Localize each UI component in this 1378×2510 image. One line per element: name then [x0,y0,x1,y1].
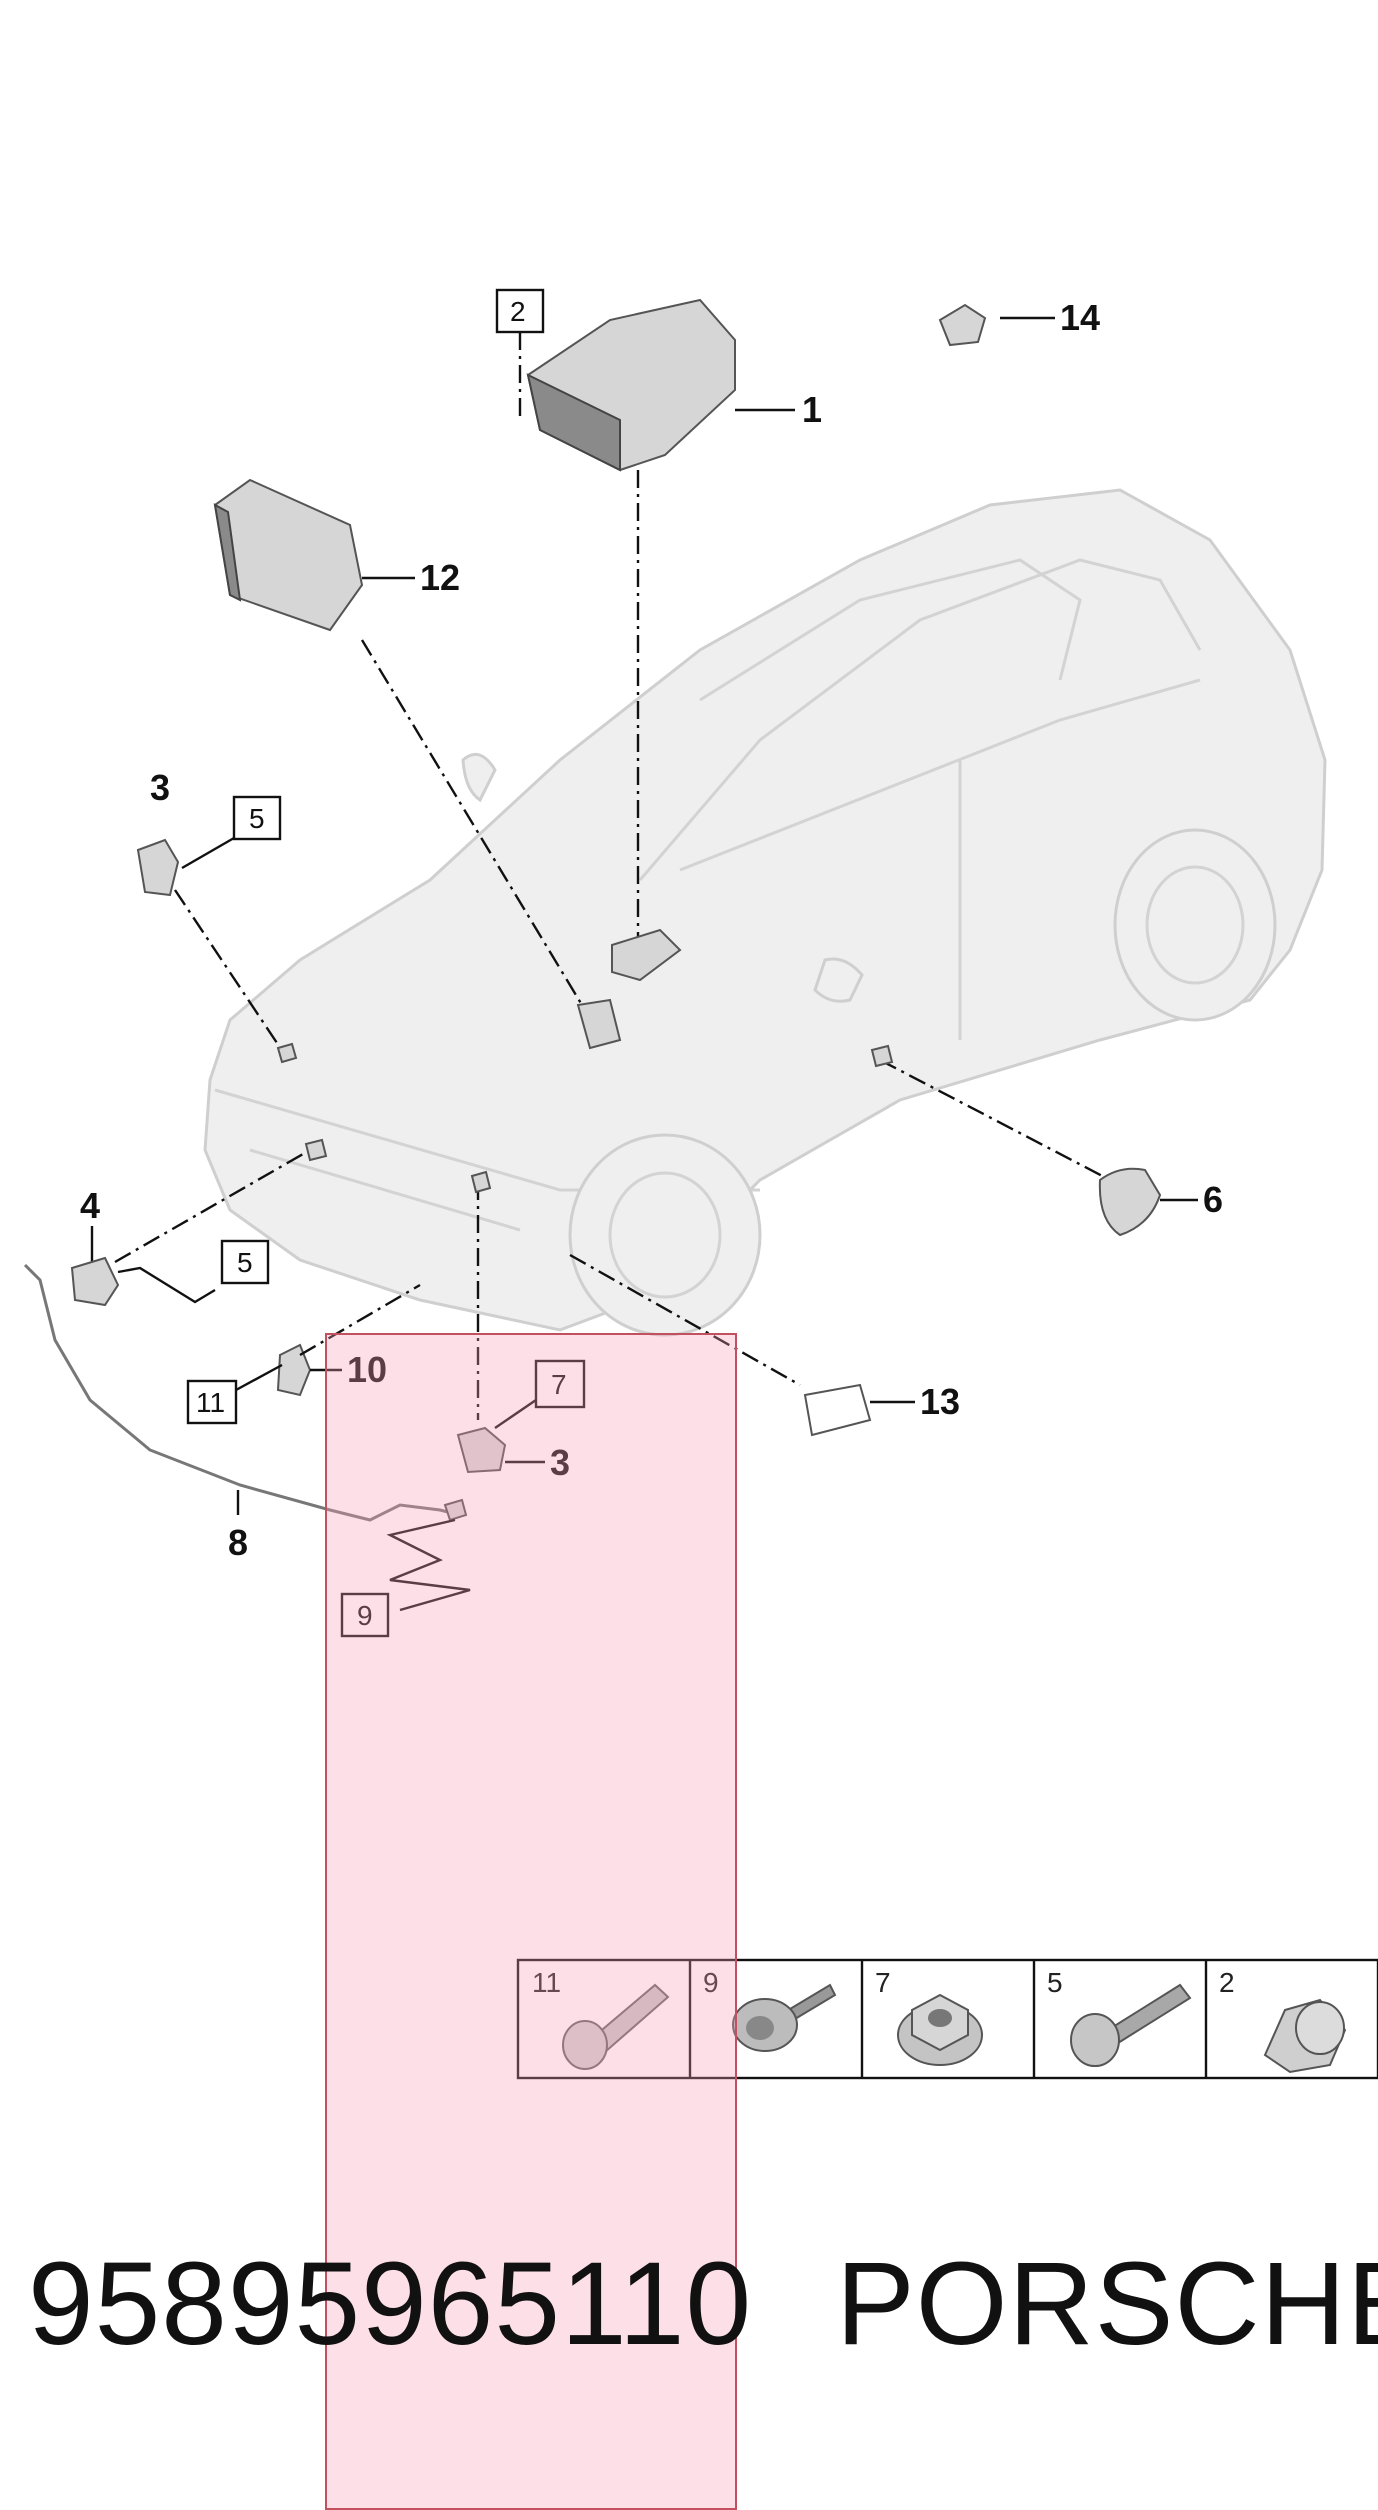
part-6-sensor[interactable]: 6 [870,1044,1223,1237]
callout-8: 8 [228,1522,248,1563]
callout-13: 13 [920,1381,960,1422]
part-3-sensor-lower[interactable]: 3 7 [456,1170,586,1483]
callout-9: 9 [357,1600,373,1631]
callout-5a: 5 [249,803,265,834]
highlight-overlay [325,1333,737,2510]
screw-washer-icon [732,1983,837,2052]
bolt-pink-icon [562,1983,670,2070]
part-10-bracket[interactable]: 10 11 [186,1283,421,1425]
callout-12: 12 [420,557,460,598]
hex-nut-flange-icon [897,1993,983,2066]
part-1-control-unit[interactable]: 1 [526,298,822,982]
part-14-sensor[interactable]: 14 [938,297,1100,347]
callout-14: 14 [1060,297,1100,338]
callout-box-9 [340,1592,390,1638]
fastener-label-11: 11 [532,1967,561,1998]
cap-nut-icon [1263,1998,1347,2074]
fastener-table: 11 9 7 5 [516,1958,1378,2080]
bolt-icon [1070,1983,1192,2067]
fastener-cell-9[interactable]: 9 [703,1967,837,2052]
part-8-cable[interactable]: 8 9 [23,1263,471,1638]
callout-box-5a [232,795,282,841]
fastener-label-5: 5 [1047,1967,1063,1998]
brand-name: PORSCHE [836,2238,1378,2370]
callout-2: 2 [510,296,526,327]
callout-box-5b [220,1239,270,1285]
part-12-module[interactable]: 12 [213,478,622,1050]
callout-7: 7 [551,1369,567,1400]
callout-10: 10 [347,1349,387,1390]
part-number: 95895965110 [28,2238,753,2370]
car-silhouette [203,488,1327,1337]
fastener-label-2: 2 [1219,1967,1235,1998]
part-4-sensor[interactable]: 4 5 [70,1138,328,1307]
fastener-cell-2[interactable]: 2 [1219,1967,1347,2074]
fastener-label-7: 7 [875,1967,891,1998]
fastener-cell-11[interactable]: 11 [532,1967,670,2070]
fastener-cell-5[interactable]: 5 [1047,1967,1192,2067]
fastener-label-9: 9 [703,1967,719,1998]
callout-box-7 [534,1359,586,1409]
callout-6: 6 [1203,1179,1223,1220]
fastener-cell-7[interactable]: 7 [875,1967,983,2066]
callout-11: 11 [196,1387,225,1418]
callout-3a: 3 [150,767,170,808]
callout-3b: 3 [550,1442,570,1483]
callout-5b: 5 [237,1247,253,1278]
part-13-frame[interactable]: 13 [569,1253,960,1437]
callout-1: 1 [802,389,822,430]
callout-4: 4 [80,1185,100,1226]
callout-box-11 [186,1379,238,1425]
callout-box-2: 2 [495,288,545,418]
part-3-sensor-upper[interactable]: 3 5 [136,767,298,1064]
